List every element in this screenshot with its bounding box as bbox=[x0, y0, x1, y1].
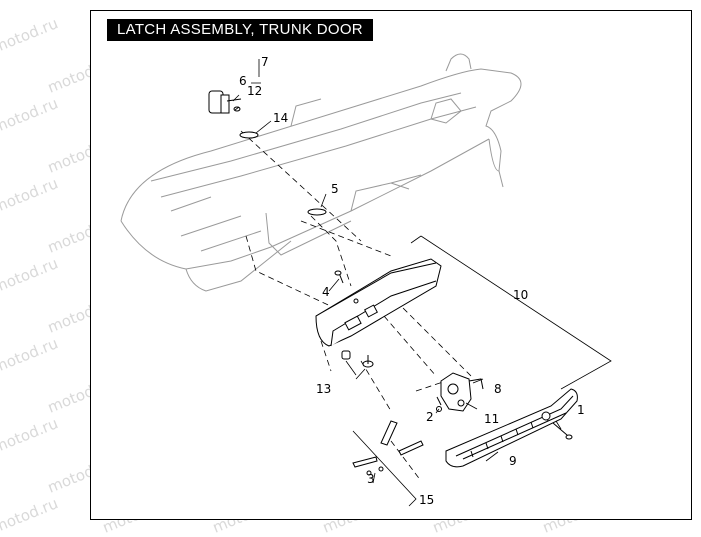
bolt-part bbox=[552, 422, 573, 440]
handle-trim-part bbox=[445, 388, 578, 468]
callout-15: 15 bbox=[419, 493, 434, 507]
callout-4: 4 bbox=[322, 285, 330, 299]
watermark-text: motod.ru bbox=[0, 94, 61, 137]
callout-6: 6 bbox=[239, 74, 247, 88]
callout-3: 3 bbox=[367, 472, 375, 486]
callout-10: 10 bbox=[513, 288, 528, 302]
rod-linkage-parts bbox=[352, 420, 424, 476]
exploded-parts-diagram: 7 6 12 14 5 4 10 8 13 2 11 1 9 3 15 bbox=[120, 53, 612, 507]
alignment-lines bbox=[240, 130, 472, 482]
pin-parts bbox=[341, 350, 374, 368]
latch-mechanism-part bbox=[440, 372, 484, 412]
o-ring-part bbox=[239, 131, 259, 139]
callout-8: 8 bbox=[494, 382, 502, 396]
diagram-title: LATCH ASSEMBLY, TRUNK DOOR bbox=[107, 19, 373, 41]
callout-1: 1 bbox=[577, 403, 585, 417]
watermark-text: motod.ru bbox=[0, 14, 61, 57]
diagram-frame: 7 6 12 14 5 4 10 8 13 2 11 1 9 3 15 LATC… bbox=[90, 10, 692, 520]
callout-14: 14 bbox=[273, 111, 288, 125]
callout-5: 5 bbox=[331, 182, 339, 196]
watermark-text: motod.ru bbox=[0, 334, 61, 377]
grommet-part bbox=[307, 208, 327, 216]
callout-13: 13 bbox=[316, 382, 331, 396]
callout-leaders bbox=[232, 59, 612, 507]
callout-2: 2 bbox=[426, 410, 434, 424]
callout-12: 12 bbox=[247, 84, 262, 98]
callout-7: 7 bbox=[261, 55, 269, 69]
watermark-text: motod.ru bbox=[0, 494, 61, 537]
callout-9: 9 bbox=[509, 454, 517, 468]
lock-cylinder-part bbox=[208, 90, 242, 114]
watermark-text: motod.ru bbox=[0, 174, 61, 217]
trunk-door-ghost-outline bbox=[120, 53, 522, 292]
latch-housing-part bbox=[315, 258, 442, 347]
watermark-text: motod.ru bbox=[0, 414, 61, 457]
callout-11: 11 bbox=[484, 412, 499, 426]
screw-part bbox=[334, 270, 344, 284]
watermark-text: motod.ru bbox=[0, 254, 61, 297]
